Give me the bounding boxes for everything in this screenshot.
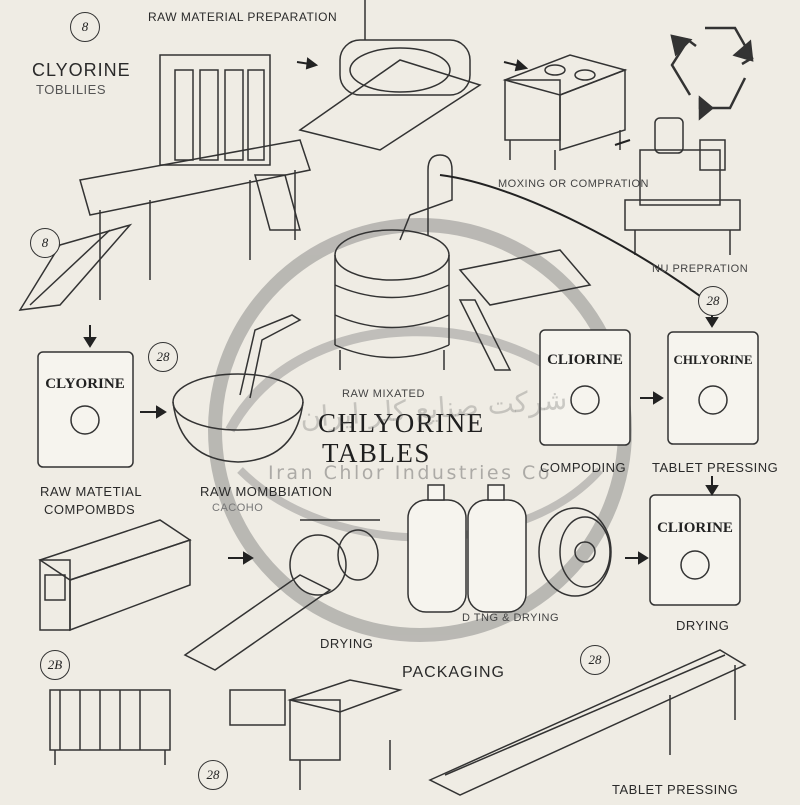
step-number-7: 28 <box>198 760 228 790</box>
bag-bottom-right-label: CLIORINE <box>654 520 736 537</box>
compounding-label: COMPODING <box>540 460 626 475</box>
step-number-6: 28 <box>580 645 610 675</box>
drying-mid-label: DRYING <box>320 636 373 651</box>
compounds-label: COMPOMBDS <box>44 502 135 517</box>
tablet-pressing-bottom-label: TABLET PRESSING <box>612 782 738 797</box>
packaging-machine-drawing <box>230 680 400 790</box>
recycle-icon <box>672 28 752 118</box>
step-number-3: 28 <box>148 342 178 372</box>
step-number-2: 8 <box>30 228 60 258</box>
bottles-drawing <box>408 485 526 612</box>
drying-right-label: DRYING <box>676 618 729 633</box>
clyorine-heading: CLYORINE <box>32 60 131 81</box>
packaging-label: PACKAGING <box>402 664 505 682</box>
step-number-1: 8 <box>70 12 100 42</box>
preparation-label: NU PREPRATION <box>652 263 748 275</box>
tablet-machine-drawing <box>40 520 190 630</box>
mixing-compration-label: MOXING OR COMPRATION <box>498 178 649 190</box>
step-number-5: 2B <box>40 650 70 680</box>
bag-left-label: CLYORINE <box>44 376 126 393</box>
mixing-table-drawing <box>505 55 740 255</box>
bag-right-label: CHLYORINE <box>670 352 756 368</box>
step-number-4: 28 <box>698 286 728 316</box>
tablet-pressing-mid-label: TABLET PRESSING <box>652 460 778 475</box>
bag-middle-label: CLIORINE <box>544 352 626 369</box>
drying-bottles-label: D TNG & DRYING <box>462 612 559 624</box>
raw-combination-label: RAW MOMBBIATION <box>200 484 332 499</box>
reel-drawing <box>539 508 611 596</box>
raw-material-preparation-label: RAW MATERIAL PREPARATION <box>148 10 337 24</box>
raw-material-label: RAW MATETIAL <box>40 484 142 499</box>
raw-material-plant-drawing <box>20 0 480 310</box>
raw-combination-sub-label: CACOHO <box>212 502 263 514</box>
drying-rack-drawing <box>50 690 170 765</box>
watermark-english-text: Iran Chlor Industries Co <box>268 462 552 484</box>
toblilies-label: TOBLILIES <box>36 82 106 97</box>
